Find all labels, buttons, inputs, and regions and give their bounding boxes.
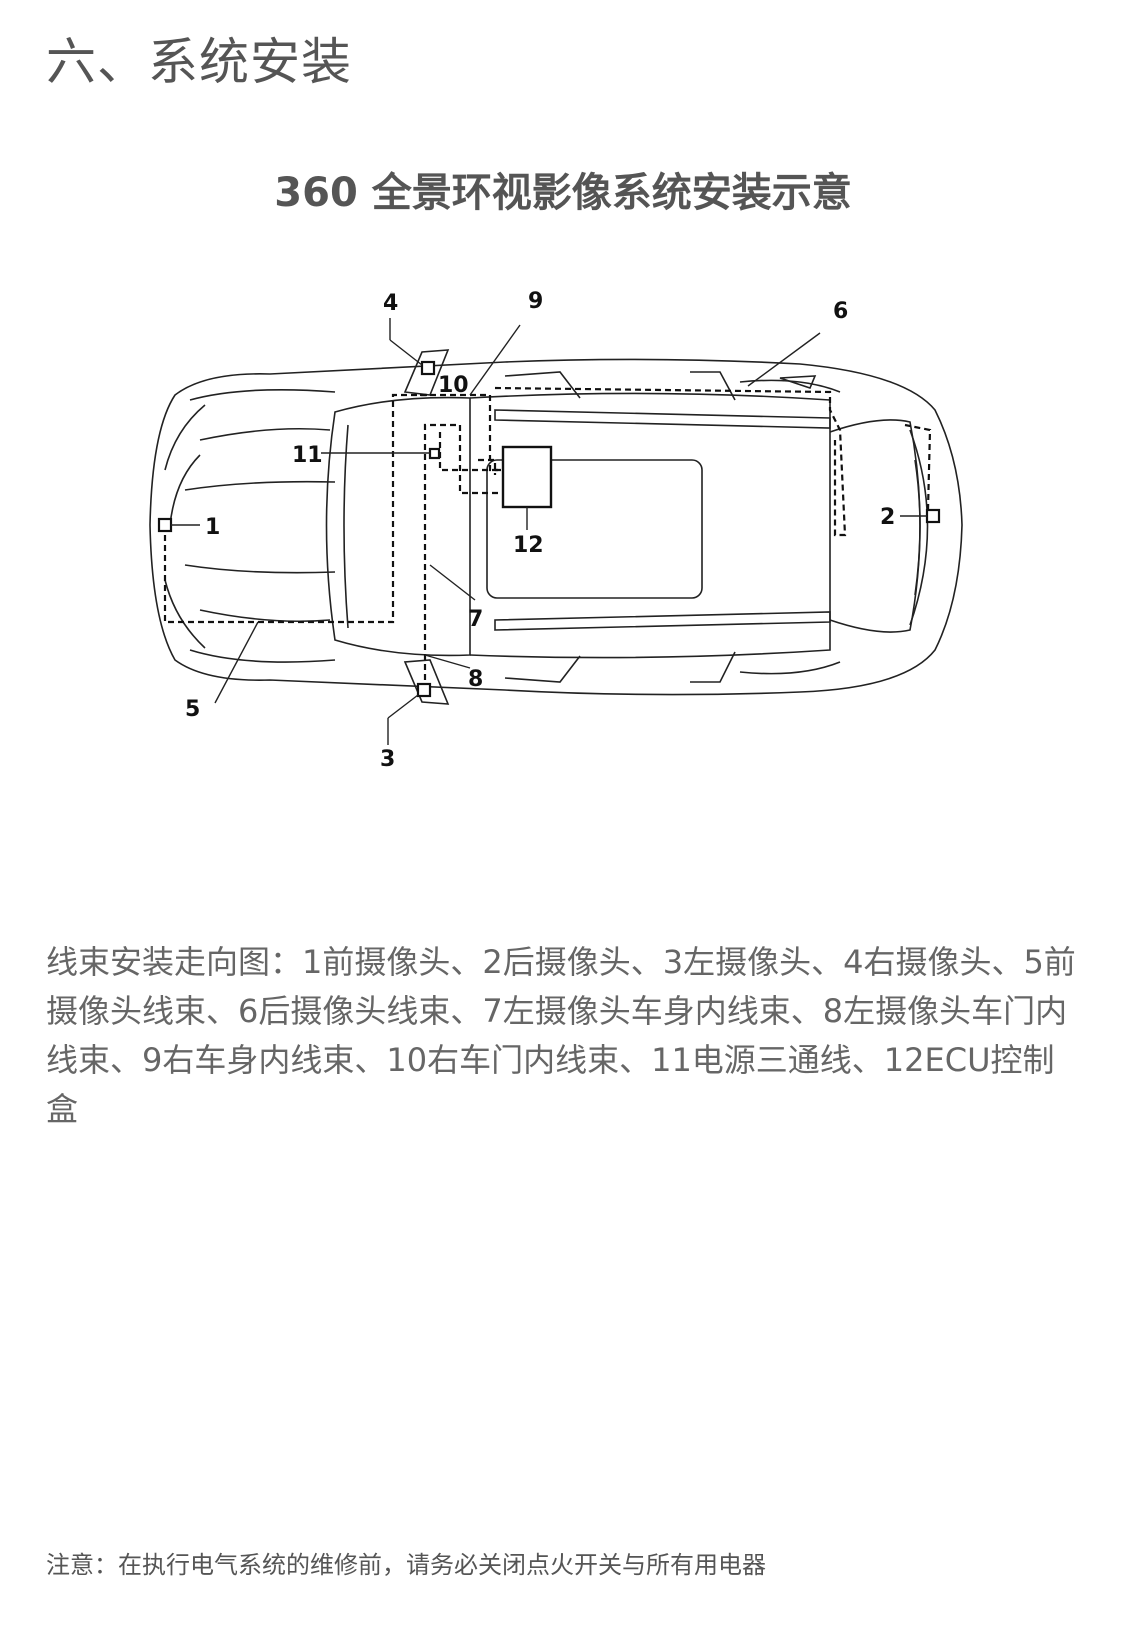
rear-camera-marker bbox=[925, 508, 941, 524]
callout-7: 7 bbox=[468, 607, 483, 632]
callout-5: 5 bbox=[185, 697, 200, 722]
harness-legend: 线束安装走向图：1前摄像头、2后摄像头、3左摄像头、4右摄像头、5前摄像头线束、… bbox=[46, 943, 1076, 1128]
callout-2: 2 bbox=[880, 505, 895, 530]
callout-8: 8 bbox=[468, 667, 483, 692]
safety-note: 注意：在执行电气系统的维修前，请务必关闭点火开关与所有用电器 bbox=[46, 1551, 766, 1579]
callout-6: 6 bbox=[833, 299, 848, 324]
callout-10: 10 bbox=[438, 373, 469, 398]
right-camera-marker bbox=[420, 360, 436, 376]
callout-9: 9 bbox=[528, 289, 543, 314]
car-installation-diagram: 1 2 3 4 5 6 7 8 9 10 11 12 bbox=[149, 289, 963, 772]
callout-4: 4 bbox=[383, 291, 398, 316]
power-tap-marker bbox=[428, 447, 441, 460]
front-camera-marker bbox=[157, 517, 173, 533]
left-mirror bbox=[403, 659, 450, 705]
car-body-outline bbox=[149, 349, 963, 705]
left-camera-marker bbox=[416, 682, 432, 698]
callout-11: 11 bbox=[292, 443, 323, 468]
callout-12: 12 bbox=[513, 533, 544, 558]
diagram-title: 360 全景环视影像系统安装示意 bbox=[274, 170, 852, 216]
wiring-harness bbox=[163, 386, 932, 690]
leader-lines bbox=[171, 318, 927, 745]
callout-3: 3 bbox=[380, 747, 395, 772]
ecu-control-box bbox=[501, 445, 553, 509]
callout-1: 1 bbox=[205, 515, 220, 540]
section-title: 六、系统安装 bbox=[46, 33, 352, 91]
